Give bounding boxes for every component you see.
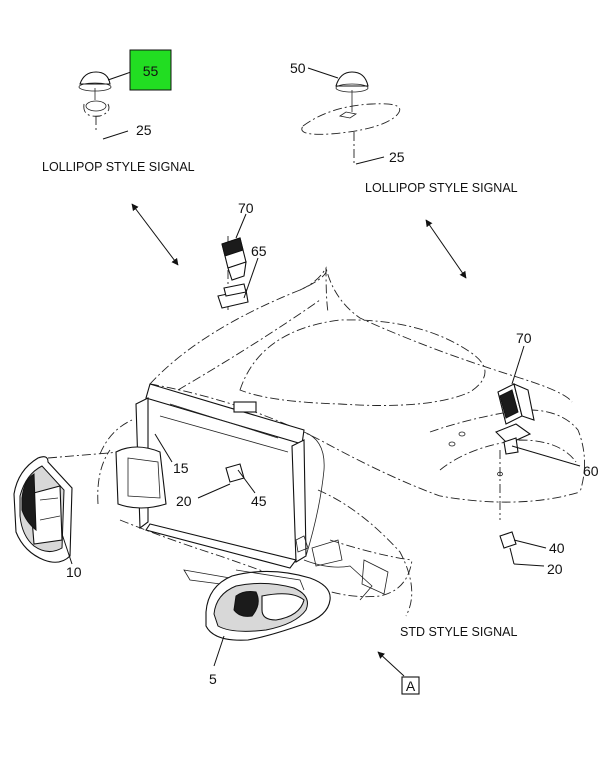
- callout-20-center[interactable]: 20: [176, 493, 192, 509]
- lollipop-signal-base: [85, 100, 107, 112]
- callout-40[interactable]: 40: [549, 540, 565, 556]
- callout-60[interactable]: 60: [583, 463, 599, 479]
- headlamp-bezel-10: [13, 456, 73, 565]
- callout-55[interactable]: 55: [143, 63, 159, 79]
- caption-std-style: STD STYLE SIGNAL: [400, 625, 517, 639]
- bracket-60: [495, 423, 581, 467]
- signal-70-right: [497, 345, 535, 425]
- lollipop-signal-detail-right: [301, 67, 401, 165]
- grille-bottom-bar: [145, 523, 297, 569]
- callout-50[interactable]: 50: [290, 60, 306, 76]
- bracket-65: [217, 257, 259, 309]
- view-arrow-a: [377, 651, 405, 677]
- callout-55-highlight[interactable]: [129, 49, 172, 91]
- lollipop-signal-detail-left: [78, 71, 132, 140]
- callout-25-right[interactable]: 25: [389, 149, 405, 165]
- bracket-40: [499, 531, 547, 567]
- lollipop-signal-lamp-right: [335, 71, 369, 87]
- caption-lollipop-left: LOLLIPOP STYLE SIGNAL: [42, 160, 195, 174]
- headlamp-15: [115, 433, 173, 509]
- callout-15[interactable]: 15: [173, 460, 189, 476]
- callout-65[interactable]: 65: [251, 243, 267, 259]
- view-label-box: [401, 676, 420, 695]
- callout-25-left[interactable]: 25: [136, 122, 152, 138]
- callout-70-right[interactable]: 70: [516, 330, 532, 346]
- callout-70-top[interactable]: 70: [238, 200, 254, 216]
- signal-70-top: [221, 213, 247, 281]
- lollipop-signal-lamp: [79, 71, 111, 85]
- callout-45[interactable]: 45: [251, 493, 267, 509]
- callout-10[interactable]: 10: [66, 564, 82, 580]
- view-label-a[interactable]: A: [406, 678, 416, 694]
- reference-arrow-left: [131, 203, 179, 266]
- grille-right-post: [291, 439, 307, 563]
- hood-latch: [233, 401, 257, 413]
- callout-20-right[interactable]: 20: [547, 561, 563, 577]
- caption-lollipop-right: LOLLIPOP STYLE SIGNAL: [365, 181, 518, 195]
- hood-assembly: [47, 236, 585, 617]
- callout-5[interactable]: 5: [209, 671, 217, 687]
- grille-top-bar: [145, 383, 305, 445]
- bracket-45: [197, 463, 256, 499]
- reference-arrow-right: [425, 219, 467, 279]
- headlamp-bezel-5: [205, 569, 331, 667]
